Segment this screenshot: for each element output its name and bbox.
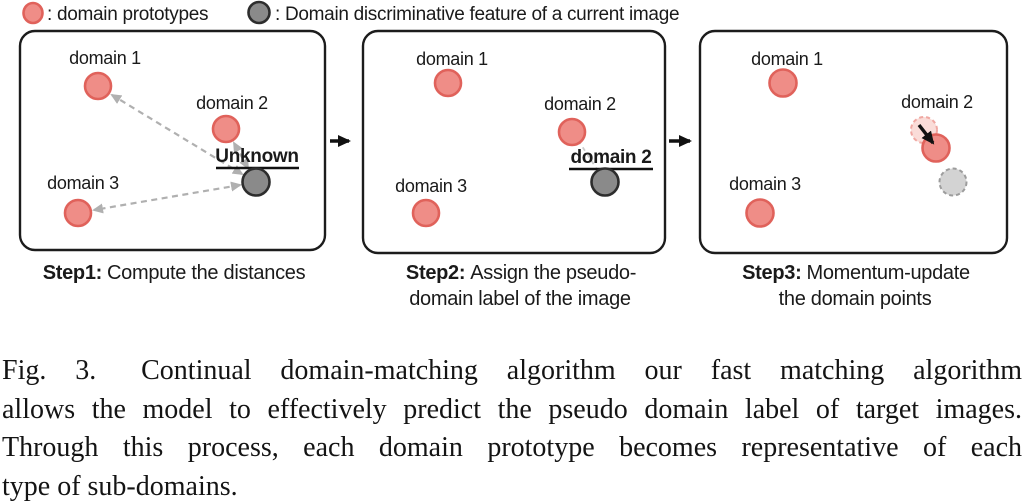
distance-arrow-domain3	[92, 181, 242, 214]
domain2-updated-prototype	[921, 133, 951, 163]
distance-arrow-domain1	[110, 93, 244, 176]
pseudo-label: domain 2	[570, 147, 651, 168]
domain2-label: domain 2	[196, 93, 268, 113]
figure-diagram: : domain prototypes : Domain discriminat…	[18, 0, 1009, 310]
step3-caption-line2: the domain points	[779, 288, 932, 310]
panel-step1: domain 1 domain 2 Unknown domain 3 Step1…	[18, 29, 327, 284]
domain3-prototype	[411, 198, 441, 228]
figure-number: Fig. 3.	[2, 355, 97, 386]
domain1-label: domain 1	[751, 49, 823, 69]
feature-legend-icon	[247, 0, 271, 25]
domain1-label: domain 1	[416, 49, 488, 69]
domain1-prototype	[83, 71, 113, 101]
domain3-prototype	[63, 198, 93, 228]
domain1-label: domain 1	[69, 48, 141, 68]
distance-arrow-domain2	[233, 141, 249, 170]
legend-feature-label: : Domain discriminative feature of a cur…	[275, 4, 679, 25]
domain3-label: domain 3	[395, 176, 467, 196]
domain2-label: domain 2	[544, 94, 616, 114]
step1-caption: Step1:Compute the distances	[43, 262, 306, 284]
panel-step2: domain 1 domain 2 domain 2 domain 3 Step…	[361, 29, 667, 310]
figure-caption-line1: Fig. 3. Continual domain-matching algori…	[2, 352, 1022, 391]
domain3-label: domain 3	[729, 174, 801, 194]
figure-caption-line4: type of sub-domains.	[2, 470, 238, 502]
panel-step3: domain 1 domain 2 domain 3 Step3:Momentu…	[698, 29, 1009, 310]
domain2-prototype	[211, 114, 241, 144]
momentum-update-arrow	[917, 123, 935, 145]
legend: : domain prototypes : Domain discriminat…	[22, 0, 680, 25]
step2-caption-line1: Step2:Assign the pseudo-	[406, 262, 636, 284]
figure-caption-line2: allows the model to effectively predict …	[2, 393, 1022, 425]
panel-step2-border	[361, 29, 667, 255]
step2-caption-line2: domain label of the image	[409, 288, 631, 310]
current-image-feature	[241, 167, 271, 197]
figure-caption-text1: Continual domain-matching algorithm our …	[141, 355, 1022, 386]
consumed-feature	[938, 167, 968, 197]
domain2-label: domain 2	[901, 92, 973, 112]
step3-caption-line1: Step3:Momentum-update	[742, 262, 970, 284]
prototype-legend-icon	[22, 1, 44, 25]
current-image-feature	[590, 167, 620, 197]
figure-caption-line3: Through this process, each domain protot…	[2, 432, 1022, 464]
domain2-prototype	[557, 117, 587, 147]
domain3-label: domain 3	[47, 173, 119, 193]
domain3-prototype	[745, 198, 775, 228]
unknown-label: Unknown	[215, 146, 298, 167]
panel-step3-border	[698, 29, 1009, 255]
figure-caption: Fig. 3. Continual domain-matching algori…	[2, 352, 1022, 502]
legend-prototype-label: : domain prototypes	[47, 4, 208, 25]
domain1-prototype	[433, 68, 463, 98]
domain1-prototype	[768, 68, 798, 98]
